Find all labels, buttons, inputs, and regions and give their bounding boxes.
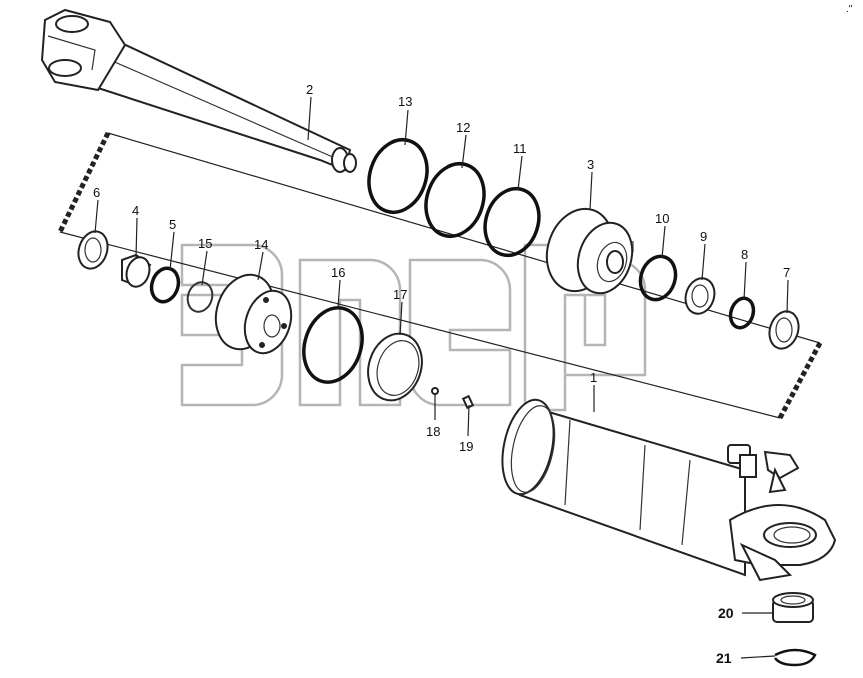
seal-16 [302,306,364,384]
label-part-4: 4 [132,203,139,218]
seal-kit-bracket [57,131,823,420]
bushing-4 [121,253,152,288]
wiper-7 [768,310,800,350]
label-part-12: 12 [456,120,470,135]
ring-15 [186,281,214,313]
pin-19 [461,394,475,410]
wear-ring-17 [367,332,423,402]
label-part-11: 11 [513,141,527,156]
label-part-17: 17 [393,287,407,302]
cylinder-barrel [501,398,837,582]
label-part-13: 13 [398,94,412,109]
label-part-2: 2 [306,82,313,97]
seal-6 [77,230,109,270]
label-part-19: 19 [459,439,473,454]
label-part-9: 9 [700,229,707,244]
o-ring-12 [424,162,486,238]
ball-18 [431,387,439,395]
corner-mark: ." [846,4,853,15]
circlip-21 [773,648,817,667]
label-part-16: 16 [331,265,345,280]
label-part-15: 15 [198,236,212,251]
label-part-6: 6 [93,185,100,200]
label-part-5: 5 [169,217,176,232]
leader-lines [94,96,789,659]
label-part-21: 21 [716,650,732,666]
label-part-18: 18 [426,424,440,439]
o-ring-13 [367,138,429,214]
ring-8 [728,296,756,330]
label-part-8: 8 [741,247,748,262]
label-part-14: 14 [254,237,268,252]
o-ring-11 [483,186,541,258]
gland [545,207,634,295]
label-part-10: 10 [655,211,669,226]
seal-10 [638,254,678,302]
ring-5 [149,266,181,304]
bushing-9 [684,277,716,315]
label-part-20: 20 [718,605,734,621]
part-labels: 2 13 12 11 3 10 9 8 7 6 4 5 15 14 16 17 … [93,82,790,666]
label-part-7: 7 [783,265,790,280]
bearing-20 [772,592,814,623]
label-part-1: 1 [590,370,597,385]
piston [214,273,293,355]
piston-rod [40,8,357,173]
label-part-3: 3 [587,157,594,172]
